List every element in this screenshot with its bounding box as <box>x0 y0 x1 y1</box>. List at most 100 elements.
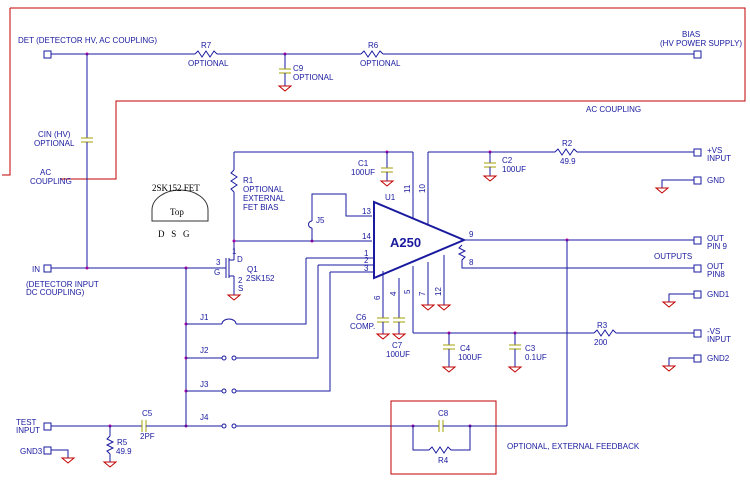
pin7-ground-icon <box>420 304 436 311</box>
test-port[interactable] <box>43 422 52 431</box>
pin1: 1 <box>364 249 369 258</box>
pin6: 6 <box>373 295 382 300</box>
gnd-label: GND <box>707 176 725 185</box>
cin-note: OPTIONAL <box>34 139 75 148</box>
in-note-1: (DETECTOR INPUT <box>26 280 99 289</box>
c7-value: 100UF <box>386 350 410 359</box>
j5-jumper-icon[interactable] <box>308 220 313 229</box>
bias-port[interactable] <box>693 50 702 59</box>
test-label: TEST <box>16 418 37 427</box>
r5-resistor <box>105 435 115 455</box>
c4-label: C4 <box>460 344 471 353</box>
j1-label: J1 <box>200 313 209 322</box>
ac-coupling-label: AC COUPLING <box>586 105 641 114</box>
r6-label: R6 <box>368 41 379 50</box>
q1-d: D <box>237 255 243 264</box>
node-drain <box>232 239 236 243</box>
ac-label-2: COUPLING <box>30 177 72 186</box>
gnd3-label: GND3 <box>20 447 43 456</box>
j4-label: J4 <box>200 413 209 422</box>
bias-note: (HV POWER SUPPLY) <box>660 39 742 48</box>
gnd2-ground-icon <box>661 365 677 372</box>
j2-contact-a[interactable] <box>221 355 227 361</box>
q1-g: G <box>214 268 220 277</box>
fet-title: 2SK152 FET <box>152 183 200 193</box>
gnd1-port[interactable] <box>693 290 702 299</box>
wire-gnd2 <box>668 357 694 366</box>
r7-label: R7 <box>201 41 212 50</box>
cin-label: CIN (HV) <box>38 130 71 139</box>
q1-pin3: 3 <box>216 258 221 267</box>
c3-label: C3 <box>525 344 536 353</box>
fet-top: Top <box>170 207 184 217</box>
r1-note-3: FET BIAS <box>243 203 278 212</box>
wire-j2 <box>186 265 319 359</box>
pin12-ground-icon <box>436 304 452 311</box>
gnd1-ground-icon <box>661 301 677 308</box>
c4-ground-icon <box>441 366 457 373</box>
c4-value: 100UF <box>458 353 482 362</box>
r2-label: R2 <box>562 139 573 148</box>
c5-value: 2PF <box>140 432 155 441</box>
a250-amplifier-icon <box>373 200 467 280</box>
fet-package-icon <box>151 189 209 222</box>
bias-label: BIAS <box>682 30 700 39</box>
gnd-port[interactable] <box>693 176 702 185</box>
c7-ground-icon <box>391 333 407 340</box>
c9-note: OPTIONAL <box>293 73 334 82</box>
ac-coupling-frame <box>2 7 746 180</box>
r3-resistor <box>593 329 617 337</box>
r3-value: 200 <box>594 338 608 347</box>
outputs-label: OUTPUTS <box>654 252 692 261</box>
wire-out8 <box>457 244 694 269</box>
gnd1-label: GND1 <box>707 290 730 299</box>
j1-jumper-icon[interactable] <box>221 318 237 325</box>
r7-note: OPTIONAL <box>188 59 229 68</box>
wire-pin13 <box>311 193 372 241</box>
det-port[interactable] <box>43 50 52 59</box>
test-note: INPUT <box>16 426 40 435</box>
gnd3-port[interactable] <box>43 446 52 455</box>
wire-gnd <box>661 179 694 188</box>
c1-value: 100UF <box>351 168 375 177</box>
c3-ground-icon <box>507 366 523 373</box>
out8-note: PIN8 <box>707 270 725 279</box>
r5-ground-icon <box>102 461 118 468</box>
c2-label: C2 <box>502 156 513 165</box>
c9-label: C9 <box>293 64 304 73</box>
in-port[interactable] <box>43 264 52 273</box>
gnd2-port[interactable] <box>693 354 702 363</box>
r1-resistor <box>230 169 238 193</box>
c8-label: C8 <box>438 409 449 418</box>
vs-pos-port[interactable] <box>693 148 702 157</box>
pin11: 11 <box>403 184 412 193</box>
q1-label: Q1 <box>247 265 258 274</box>
j3-contact-b[interactable] <box>231 388 237 394</box>
r2-value: 49.9 <box>560 157 576 166</box>
r2-resistor <box>554 148 578 156</box>
q1-pin2: 2 <box>238 276 243 285</box>
out8-label: OUT <box>707 262 724 271</box>
c5-label: C5 <box>142 409 153 418</box>
out9-label: OUT <box>707 234 724 243</box>
j3-contact-a[interactable] <box>221 388 227 394</box>
j3-label: J3 <box>200 380 209 389</box>
vs-neg-label: -VS <box>707 327 720 336</box>
c6-value: COMP. <box>350 322 375 331</box>
pin4: 4 <box>389 291 398 296</box>
j4-contact-b[interactable] <box>231 423 237 429</box>
j4-contact-a[interactable] <box>221 423 227 429</box>
r5-label: R5 <box>117 438 128 447</box>
fet-pins: D S G <box>158 229 190 239</box>
pin14: 14 <box>362 232 371 241</box>
out8-port[interactable] <box>693 264 702 273</box>
j2-contact-b[interactable] <box>231 355 237 361</box>
c6-label: C6 <box>356 313 367 322</box>
vs-pos-label: +VS <box>707 146 722 155</box>
c1-ground-icon <box>379 180 395 187</box>
in-note-2: DC COUPLING) <box>26 288 85 297</box>
vs-neg-port[interactable] <box>693 329 702 338</box>
c2-ground-icon <box>482 175 498 182</box>
out9-port[interactable] <box>693 236 702 245</box>
r4-label: R4 <box>438 456 449 465</box>
